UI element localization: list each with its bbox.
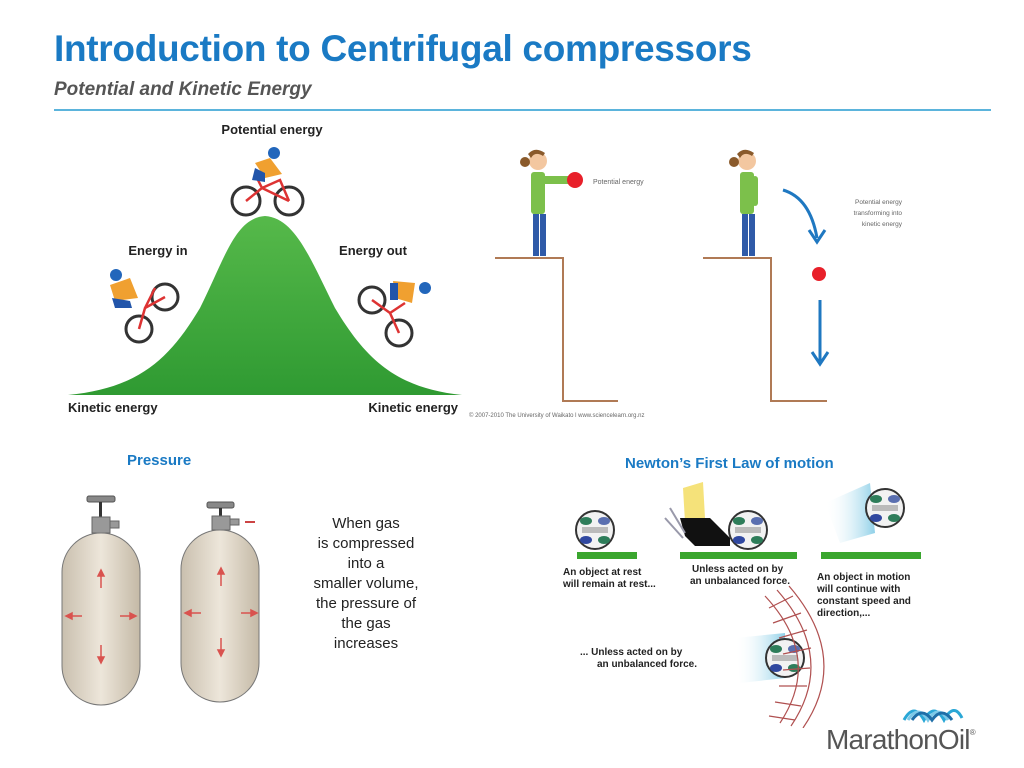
caption-net-line1: ... Unless acted on by [580,647,683,658]
caption-motion-line1: An object in motion [817,572,910,583]
newton-first-law-diagram: An object at rest will remain at rest...… [555,478,935,729]
hill-shape [68,216,462,395]
marathon-oil-wordmark: MarathonOil® [826,724,976,756]
label-kinetic-energy-right: Kinetic energy [368,400,458,415]
label-potential-energy: Potential energy [221,122,323,137]
ball-at-rest-icon [575,510,615,550]
label-energy-out: Energy out [339,243,408,258]
caption-rest-line2: will remain at rest... [562,579,656,590]
cliff-left [495,257,618,402]
gas-cylinders-diagram [55,490,285,710]
label-transform-line3: kinetic energy [862,221,903,228]
net-icon [764,585,825,729]
header-divider [54,109,991,111]
cliff-right [703,257,827,402]
ball-kicked-icon [728,510,768,550]
caption-force-line1: Unless acted on by [692,564,784,575]
ball-held-icon [567,172,583,188]
wave-logo-icon [902,709,964,724]
label-energy-in: Energy in [128,243,187,258]
ground-bar [680,552,797,559]
cyclist-left-icon [110,269,180,344]
cylinder-large-icon [61,495,141,706]
label-transform-line2: transforming into [854,210,903,217]
boot-icon [680,518,730,546]
pressure-line: is compressed [317,535,415,552]
cyclist-right-icon [357,281,431,348]
pressure-line: smaller volume, [313,575,419,592]
pressure-line: into a [347,555,385,572]
girl-dropped-ball-icon [729,149,758,256]
pressure-line: When gas [332,515,400,532]
slide-subtitle: Potential and Kinetic Energy [54,79,312,100]
pressure-heading: Pressure [127,452,192,469]
ground-bar [821,552,921,559]
ball-falling-icon [812,267,826,281]
caption-motion-line3: constant speed and [817,596,911,607]
girl-holding-ball-icon [520,149,583,256]
caption-net-line2: an unbalanced force. [597,659,697,670]
registered-mark: ® [969,728,976,737]
ground-bar [577,552,637,559]
cyclist-top-icon [230,147,305,217]
label-kinetic-energy-left: Kinetic energy [68,400,158,415]
caption-motion-line2: will continue with [816,584,900,595]
pressure-line: increases [333,635,399,652]
newton-heading: Newton’s First Law of motion [625,455,834,472]
hill-energy-diagram: Potential energy Energy in Energy out Ki… [60,118,470,423]
brand-name: MarathonOil [826,724,971,755]
pressure-line: the pressure of [315,595,417,612]
ball-drop-diagram: Potential energy Potential energy transf… [465,118,925,428]
caption-motion-line4: direction,... [817,608,871,619]
copyright-text: © 2007-2010 The University of Waikato l … [469,412,645,419]
pressure-line: the gas [341,615,391,632]
caption-force-line2: an unbalanced force. [690,576,790,587]
marathon-oil-logo-mark [826,700,986,729]
caption-rest-line1: An object at rest [563,567,642,578]
curved-arrow-icon [782,188,819,239]
label-potential-energy-small: Potential energy [593,179,644,186]
pressure-explanation: When gas is compressed into a smaller vo… [296,514,436,654]
slide-title: Introduction to Centrifugal compressors [54,28,752,69]
label-transform-line1: Potential energy [855,199,903,206]
ball-moving-icon [865,488,905,528]
cylinder-compressed-icon [180,501,260,703]
